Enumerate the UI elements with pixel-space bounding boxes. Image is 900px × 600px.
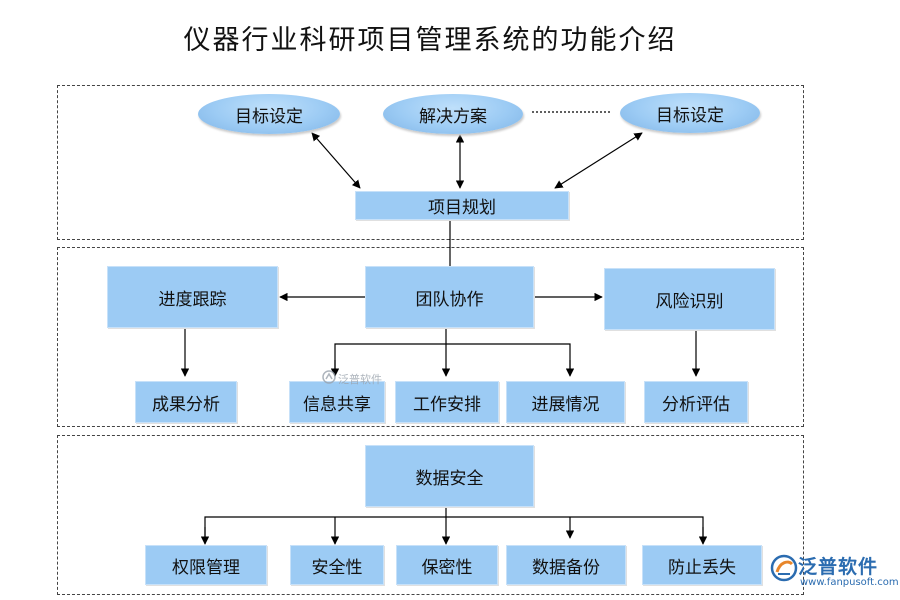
team-collaboration-box: 团队协作 <box>365 266 534 328</box>
data-security-box: 数据安全 <box>365 445 534 507</box>
goal-setting-right-node: 目标设定 <box>620 93 760 133</box>
progress-status-box: 进展情况 <box>506 381 625 423</box>
arrow-goal-right-planning <box>554 132 643 189</box>
project-planning-box: 项目规划 <box>355 191 569 220</box>
branch-security <box>204 516 704 540</box>
goal-setting-left-node: 目标设定 <box>198 94 340 134</box>
confidentiality-box: 保密性 <box>396 545 498 585</box>
solution-node: 解决方案 <box>383 94 523 134</box>
small-watermark: 泛普软件 <box>322 370 382 387</box>
progress-tracking-box: 进度跟踪 <box>107 266 278 328</box>
brand-logo-url: www.fanpusoft.com <box>800 577 899 588</box>
brand-logo-name: 泛普软件 <box>798 556 879 578</box>
risk-identification-box: 风险识别 <box>604 268 775 330</box>
brand-logo: 泛普软件 www.fanpusoft.com <box>770 552 899 598</box>
permission-management-box: 权限管理 <box>145 545 267 585</box>
watermark-logo-icon <box>322 370 336 387</box>
arrow-goal-left-planning <box>311 132 361 189</box>
planning-panel <box>57 85 804 240</box>
security-panel <box>57 435 804 595</box>
brand-logo-icon <box>770 554 798 582</box>
analysis-evaluation-box: 分析评估 <box>644 381 748 423</box>
loss-prevention-box: 防止丢失 <box>642 545 762 585</box>
safety-box: 安全性 <box>290 545 384 585</box>
data-backup-box: 数据备份 <box>506 545 626 585</box>
info-sharing-box: 信息共享 <box>289 381 385 423</box>
result-analysis-box: 成果分析 <box>135 381 237 423</box>
collaboration-panel <box>57 247 804 427</box>
page-title: 仪器行业科研项目管理系统的功能介绍 <box>183 25 677 56</box>
work-arrangement-box: 工作安排 <box>395 381 499 423</box>
branch-team-sub <box>334 343 571 372</box>
small-watermark-text: 泛普软件 <box>338 372 382 386</box>
